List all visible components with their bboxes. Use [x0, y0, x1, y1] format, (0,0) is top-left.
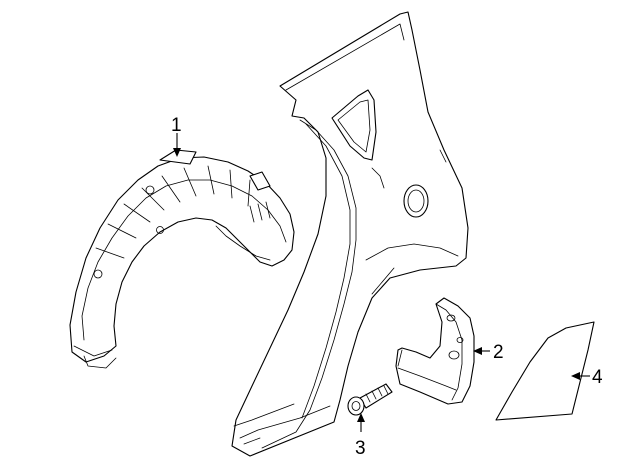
callout-leaders: [173, 133, 590, 432]
callout-4-arrowhead: [571, 372, 580, 380]
screw-part: [347, 383, 393, 416]
callout-1-arrowhead: [173, 148, 181, 157]
callout-2-arrowhead: [473, 347, 482, 355]
callout-3-arrowhead: [357, 413, 365, 422]
callout-2-label: 2: [493, 342, 504, 363]
callout-1-label: 1: [171, 115, 182, 136]
film-panel-part: [495, 321, 595, 421]
callout-3-label: 3: [355, 438, 366, 459]
callout-4-label: 4: [592, 367, 603, 388]
quarter-panel: [231, 11, 469, 457]
wheelhouse-liner-part: [69, 149, 295, 369]
mud-flap-part: [395, 297, 475, 405]
